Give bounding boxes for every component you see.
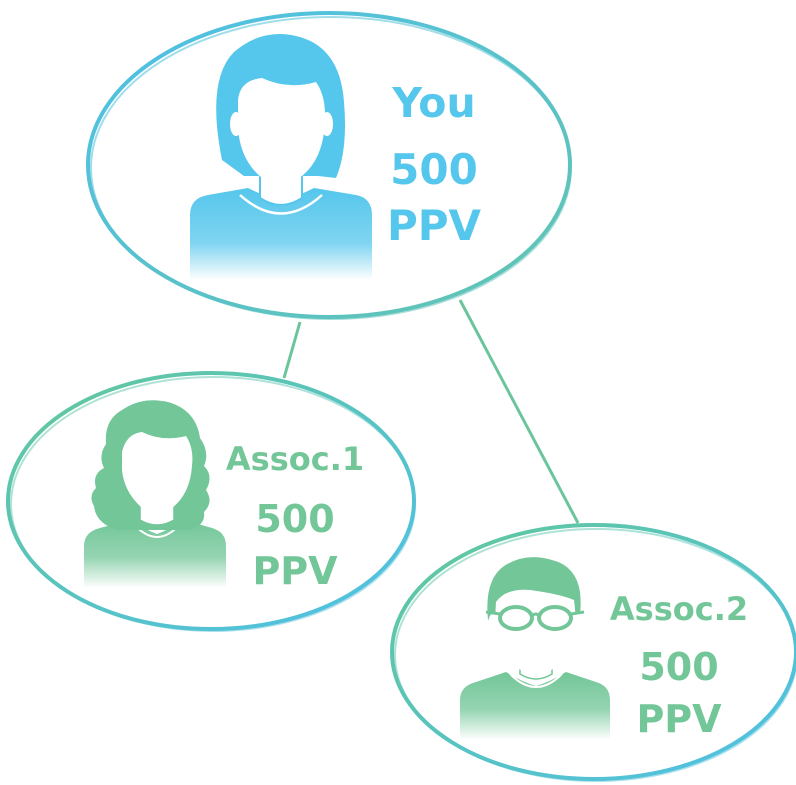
you-ppv-unit: PPV	[387, 201, 482, 250]
node-assoc2: Assoc.2 500 PPV	[390, 523, 796, 782]
node-assoc1: Assoc.1 500 PPV	[6, 371, 416, 632]
woman-short-hair-icon	[190, 34, 372, 280]
you-name-label: You	[391, 79, 475, 127]
assoc2-ppv-value: 500	[639, 645, 718, 689]
assoc1-ppv-unit: PPV	[252, 549, 338, 593]
connector-you-assoc2	[458, 299, 580, 524]
assoc1-ppv-value: 500	[255, 497, 334, 541]
assoc2-name-label: Assoc.2	[610, 590, 748, 628]
you-ppv-value: 500	[390, 145, 478, 194]
node-you: You 500 PPV	[86, 11, 572, 320]
woman-curly-hair-icon	[84, 400, 226, 588]
connector-you-assoc1	[282, 321, 302, 379]
assoc2-ppv-unit: PPV	[636, 697, 722, 741]
assoc1-name-label: Assoc.1	[226, 440, 364, 478]
man-glasses-icon	[460, 557, 610, 740]
